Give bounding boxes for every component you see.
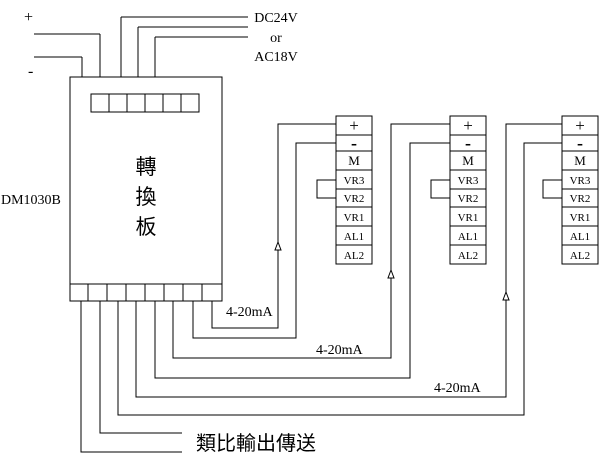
converter-top-terminal <box>126 93 146 113</box>
analog-output-wire-1 <box>80 301 182 453</box>
converter-top-terminal <box>180 93 200 113</box>
signal-label-2: 4-20mA <box>316 343 364 358</box>
module-2-terminal-vr2: VR2 <box>458 193 479 205</box>
power-option-dc: DC24V <box>254 11 298 26</box>
power-plus-sign: + <box>24 9 33 26</box>
signal-label-1: 4-20mA <box>226 305 274 320</box>
module-2-terminal-minus: - <box>465 133 471 153</box>
power-supply: + - DC24V or AC18V <box>24 9 298 94</box>
module-1-terminal-plus: + <box>349 116 359 135</box>
converter-top-terminal <box>108 93 128 113</box>
module-2-vr-jumper <box>430 179 450 199</box>
module-1-signal-arrow <box>274 240 282 251</box>
signal-label-3: 4-20mA <box>434 381 482 396</box>
module-3-power-wire <box>135 123 562 398</box>
converter-bottom-terminal <box>125 283 146 302</box>
analog-output-label: 類比輸出傳送 <box>196 431 316 455</box>
power-option-ac: AC18V <box>254 50 298 65</box>
module-1-terminal-al1: AL1 <box>344 231 364 243</box>
module-2: + - M VR3 VR2 VR1 AL1 AL2 <box>430 115 487 265</box>
module-1-power-wire <box>211 123 336 329</box>
analog-output: 類比輸出傳送 <box>80 301 316 455</box>
converter-board-body <box>69 76 223 302</box>
converter-board: 轉 換 板 DM1030B <box>1 76 223 302</box>
converter-title-char-3: 板 <box>136 215 157 239</box>
module-3-terminal-vr2: VR2 <box>570 193 591 205</box>
module-1-return-wire <box>192 142 336 339</box>
module-2-power-wire <box>172 123 450 359</box>
module-3-terminal-al2: AL2 <box>570 250 590 262</box>
module-power-wiring <box>117 123 562 416</box>
module-1-terminal-m: M <box>348 153 360 168</box>
converter-bottom-terminal <box>106 283 127 302</box>
module-2-signal-arrow <box>387 268 395 279</box>
module-3-signal-arrow <box>502 290 510 301</box>
converter-bottom-terminal <box>69 283 89 302</box>
module-2-terminal-m: M <box>462 153 474 168</box>
module-3-vr-jumper <box>542 179 562 199</box>
converter-bottom-terminal <box>182 283 203 302</box>
converter-top-terminal <box>162 93 182 113</box>
converter-bottom-terminal <box>144 283 165 302</box>
module-3-terminal-vr3: VR3 <box>570 175 591 187</box>
module-1-terminal-minus: - <box>351 133 357 153</box>
converter-top-terminal <box>90 93 110 113</box>
module-3-terminal-m: M <box>574 153 586 168</box>
module-3: + - M VR3 VR2 VR1 AL1 AL2 <box>542 115 599 265</box>
power-option-or: or <box>270 31 282 46</box>
converter-top-terminal <box>144 93 164 113</box>
module-3-terminal-minus: - <box>577 133 583 153</box>
module-1-terminal-vr2: VR2 <box>344 193 365 205</box>
analog-output-wire-2 <box>99 301 182 434</box>
module-2-return-wire <box>154 142 450 379</box>
converter-bottom-terminal <box>163 283 184 302</box>
module-2-terminal-vr1: VR1 <box>458 212 479 224</box>
converter-bottom-terminal-block <box>69 283 223 302</box>
module-2-terminal-plus: + <box>463 116 473 135</box>
module-2-terminal-al2: AL2 <box>458 250 478 262</box>
converter-title-char-1: 轉 <box>136 155 157 179</box>
converter-top-terminal-block <box>90 93 200 113</box>
module-2-terminal-vr3: VR3 <box>458 175 479 187</box>
converter-bottom-terminal <box>87 283 108 302</box>
module-1: + - M VR3 VR2 VR1 AL1 AL2 <box>316 115 373 265</box>
module-1-terminal-vr3: VR3 <box>344 175 365 187</box>
module-2-terminal-al1: AL1 <box>458 231 478 243</box>
module-3-terminal-plus: + <box>575 116 585 135</box>
module-3-return-wire <box>117 142 562 416</box>
module-1-vr-jumper <box>316 179 336 199</box>
module-3-terminal-al1: AL1 <box>570 231 590 243</box>
module-3-terminal-vr1: VR1 <box>570 212 591 224</box>
power-minus-sign: - <box>28 63 33 80</box>
converter-title-char-2: 換 <box>136 185 157 209</box>
module-1-terminal-al2: AL2 <box>344 250 364 262</box>
module-1-terminal-vr1: VR1 <box>344 212 365 224</box>
converter-model-label: DM1030B <box>1 193 61 208</box>
converter-bottom-terminal <box>201 283 223 302</box>
